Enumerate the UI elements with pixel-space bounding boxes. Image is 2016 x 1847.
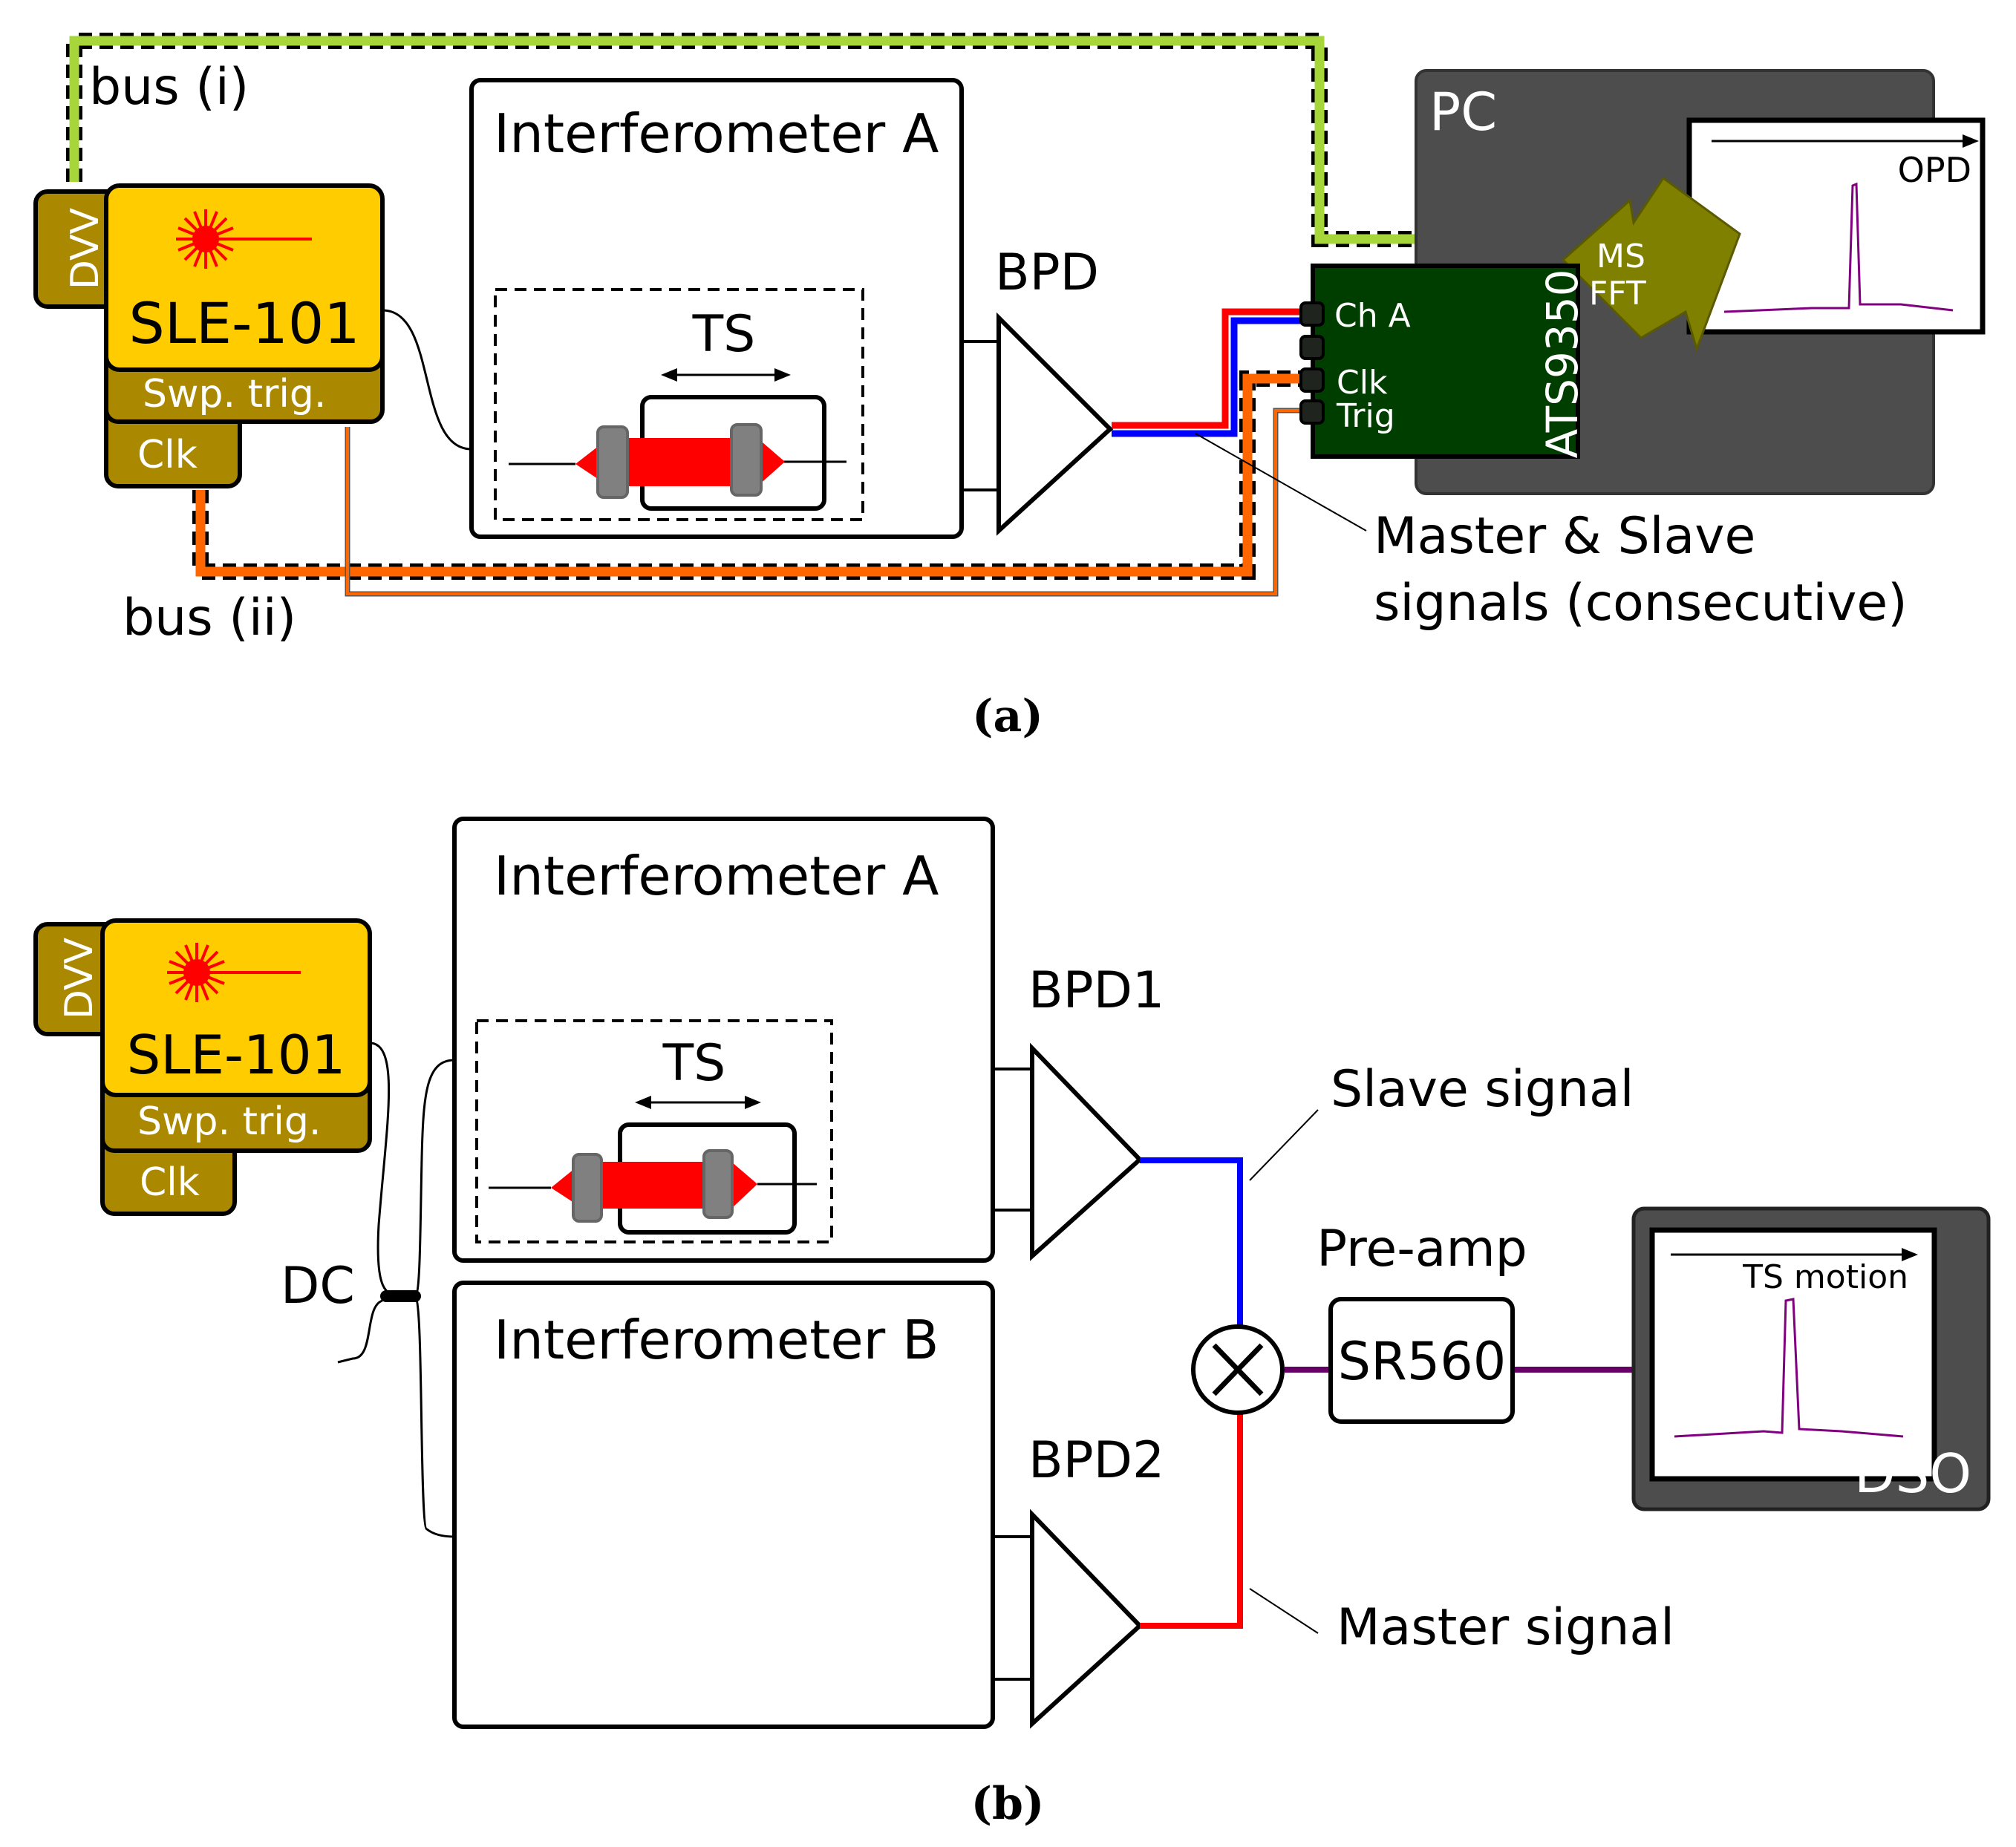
digitizer-card: Ch A Clk Trig ATS9350 (1299, 264, 1588, 459)
slave-signal-label: Slave signal (1331, 1060, 1634, 1119)
dso-screen (1649, 1227, 1937, 1482)
bpd2-label: BPD2 (1028, 1431, 1164, 1490)
bus-ii-cable (192, 370, 1313, 580)
clk-label-b: Clk (140, 1160, 200, 1205)
annotation-leader-a (1195, 433, 1367, 532)
opd-arrow-icon (1963, 134, 1979, 148)
bpd2: BPD2 (993, 1431, 1164, 1729)
bpd-label: BPD (995, 243, 1099, 302)
bus-i-cable (66, 33, 1567, 247)
ms-fft-arrow (1561, 176, 1741, 353)
ts-motion-label: TS motion (1742, 1258, 1908, 1296)
pc-screen: OPD (1686, 117, 1986, 335)
test-arm-dashed-b (475, 1019, 833, 1243)
preamp-label: Pre-amp (1317, 1220, 1527, 1278)
bpd-a: BPD (962, 243, 1114, 536)
panel-a: bus (i) bus (ii) DVV Clk Swp. trig. (33, 33, 1986, 742)
lens-left (596, 425, 629, 499)
preamp-model: SR560 (1338, 1331, 1507, 1392)
interferometer-a-box: Interferometer A TS (469, 78, 964, 539)
dso-label: DSO (1854, 1442, 1971, 1505)
opd-trace (1723, 182, 1954, 313)
lens-left-b (572, 1153, 603, 1223)
fiber-a (382, 309, 472, 451)
interferometer-a-label: Interferometer A (494, 102, 939, 165)
bus-i-label: bus (i) (89, 58, 249, 117)
test-arm-dashed (494, 288, 864, 521)
fiber-network-b: DC (281, 1042, 455, 1538)
annotation-line1: Master & Slave (1374, 507, 1755, 566)
port-ch-a-label: Ch A (1334, 297, 1411, 335)
lens-right-b (702, 1149, 734, 1219)
master-signal-label: Master signal (1337, 1598, 1674, 1657)
caption-a: (a) (972, 690, 1043, 742)
mixer-icon (1191, 1324, 1285, 1415)
interferometer-a-box-b: Interferometer A TS (452, 817, 995, 1263)
dvv-label: DVV (63, 207, 108, 290)
dso-trace (1674, 1298, 1904, 1438)
sweep-trigger-label-b: Swp. trig. (137, 1099, 321, 1144)
source-sle101-b: DVV Clk Swp. trig. SLE-101 (33, 918, 372, 1216)
clk-label: Clk (137, 433, 198, 477)
port-trig-label: Trig (1336, 397, 1395, 435)
slave-signal-line-b (1140, 1157, 1243, 1329)
ts-label-b: TS (662, 1034, 726, 1093)
dc-label: DC (281, 1257, 355, 1315)
pc-label: PC (1429, 82, 1497, 143)
port-unused[interactable] (1299, 335, 1325, 360)
port-ch-a[interactable] (1299, 301, 1325, 327)
lens-right (730, 423, 763, 497)
source-name: SLE-101 (128, 290, 359, 356)
source-body (104, 183, 385, 372)
source-body-b (100, 918, 372, 1097)
bpd1: BPD1 (993, 961, 1164, 1261)
fft-label: FFT (1589, 275, 1646, 313)
slave-leader (1249, 1109, 1319, 1181)
preamp-sr560: SR560 (1328, 1297, 1515, 1424)
ms-label: MS (1596, 238, 1645, 275)
directional-coupler (380, 1290, 421, 1302)
source-name-b: SLE-101 (127, 1024, 346, 1086)
laser-icon-b (167, 943, 301, 1002)
panel-b: DVV Clk Swp. trig. SLE-101 DC (33, 817, 1991, 1830)
ts-motion-arrow-icon-b (635, 1096, 761, 1109)
bus-ii-label: bus (ii) (123, 589, 296, 647)
dvv-label-b: DVV (57, 937, 102, 1019)
master-leader (1249, 1588, 1319, 1634)
port-clk-label: Clk (1337, 364, 1388, 402)
port-trig[interactable] (1299, 399, 1325, 425)
laser-icon (176, 209, 312, 269)
ts-motion-arrow-icon (661, 368, 791, 382)
interferometer-b-label: Interferometer B (494, 1309, 939, 1371)
source-sle101-a: DVV Clk Swp. trig. SLE-101 (33, 183, 385, 488)
dso-box: TS motion DSO (1631, 1206, 1991, 1511)
ts-motion-axis-arrow-icon (1902, 1248, 1918, 1261)
digitizer-name: ATS9350 (1537, 269, 1588, 458)
opd-label: OPD (1898, 150, 1971, 190)
caption-b: (b) (971, 1778, 1045, 1830)
trigger-cable (345, 408, 1313, 597)
interferometer-b-box: Interferometer B (452, 1281, 995, 1729)
ts-label: TS (692, 305, 756, 364)
interferometer-a-label-b: Interferometer A (494, 845, 939, 907)
slave-signal-line-a (1112, 317, 1311, 437)
master-signal-line-a (1112, 308, 1311, 429)
master-signal-line-b (1140, 1410, 1243, 1629)
sweep-trigger-label: Swp. trig. (143, 372, 326, 416)
port-clk[interactable] (1299, 367, 1325, 393)
annotation-line2: signals (consecutive) (1374, 574, 1908, 632)
bpd1-label: BPD1 (1028, 961, 1164, 1020)
